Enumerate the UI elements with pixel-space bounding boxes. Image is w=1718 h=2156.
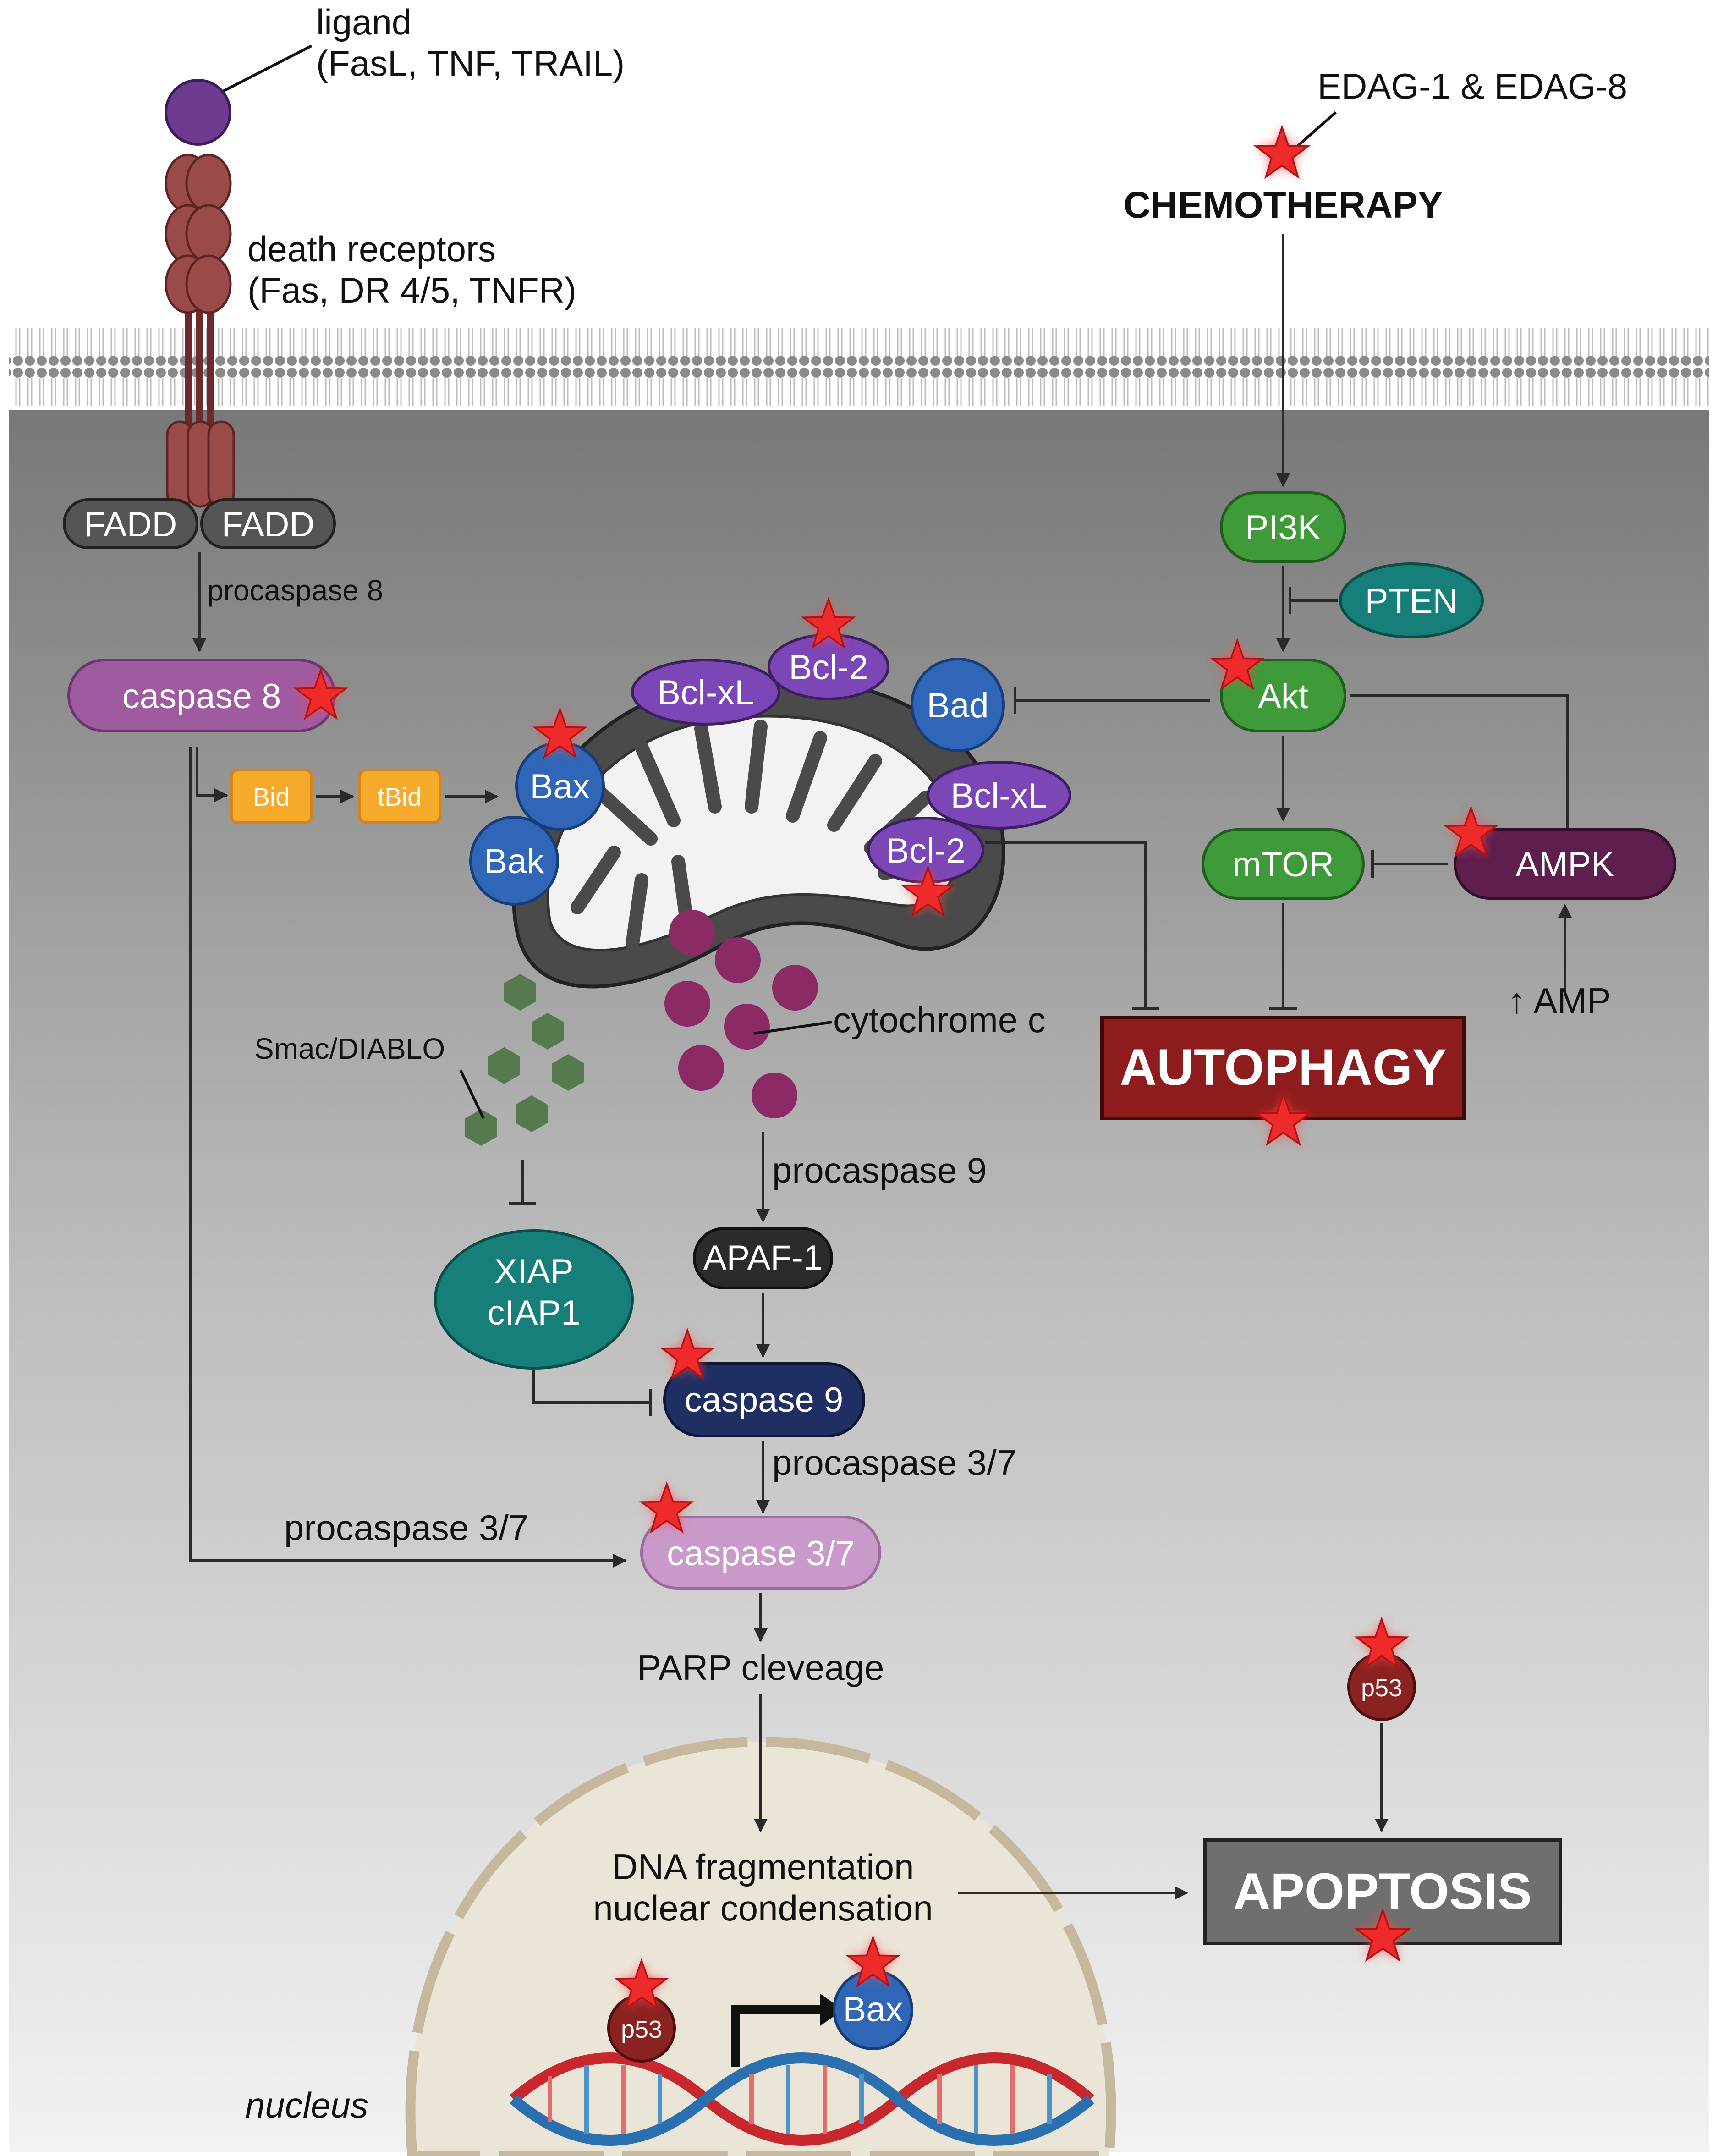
pi3k-node [1220, 491, 1346, 563]
smac-pointer [459, 1069, 485, 1119]
fadd-right-node [200, 498, 336, 549]
fadd-left-node [63, 498, 198, 549]
edag-label: EDAG-1 & EDAG-8 [1317, 66, 1627, 106]
ligand-pointer [217, 44, 313, 95]
arrow-caspase8-caspase37 [189, 747, 627, 1568]
bclxl-right-label: Bcl-xL [950, 776, 1047, 815]
mtor-label: mTOR [1232, 845, 1334, 884]
procaspase9-label: procaspase 9 [772, 1150, 987, 1190]
smac-diablo-cluster [465, 974, 584, 1146]
ciap1-label: cIAP1 [488, 1293, 581, 1332]
ampk-node [1454, 828, 1676, 900]
mtor-node [1202, 828, 1365, 900]
transcription-arrow [731, 2005, 820, 2067]
bax-mito-label: Bax [530, 767, 590, 806]
pi3k-label: PI3K [1246, 508, 1321, 547]
xiap-ciap1-node [434, 1229, 634, 1370]
caspase37-label: caspase 3/7 [667, 1534, 855, 1573]
death-receptors-examples-label: (Fas, DR 4/5, TNFR) [247, 270, 576, 310]
pten-node [1339, 562, 1484, 638]
arrow-caspase8-bid [196, 747, 228, 802]
bid-node [230, 769, 313, 824]
caspase8-label: caspase 8 [122, 677, 281, 716]
inhibit-akt-ampk [1350, 694, 1569, 848]
nuclear-condensation-label: nuclear condensation [593, 1888, 933, 1928]
bid-label: Bid [253, 782, 290, 811]
amp-label: ↑ AMP [1508, 980, 1611, 1021]
bak-label: Bak [484, 842, 545, 881]
ampk-label: AMPK [1515, 845, 1614, 884]
ligand-ball [165, 79, 231, 146]
caspase9-label: caspase 9 [685, 1380, 843, 1419]
xiap-label: XIAP [494, 1252, 573, 1291]
star-icon [1256, 127, 1308, 177]
procaspase37-right-label: procaspase 3/7 [772, 1442, 1016, 1483]
bcl2-top-label: Bcl-2 [789, 648, 868, 687]
cytochrome-c-cluster [664, 910, 818, 1118]
apaf1-node [693, 1227, 833, 1289]
mitochondrion [512, 676, 1005, 989]
cytochrome-c-label: cytochrome c [833, 1000, 1046, 1040]
bclxl-top-node [631, 659, 780, 726]
fadd-left-label: FADD [84, 505, 177, 544]
bax-nucleus-label: Bax [843, 1990, 903, 2029]
bclxl-top-label: Bcl-xL [657, 673, 754, 712]
akt-label: Akt [1258, 677, 1308, 716]
caspase37-node [640, 1516, 881, 1590]
bcl2-right-label: Bcl-2 [886, 831, 965, 870]
nucleus-envelope [405, 1736, 1116, 2156]
chemotherapy-label: CHEMOTHERAPY [1123, 184, 1443, 226]
ligand-label: ligand [316, 2, 412, 42]
tbid-label: tBid [378, 782, 422, 811]
smac-diablo-label: Smac/DIABLO [254, 1032, 445, 1065]
procaspase8-label: procaspase 8 [207, 574, 383, 607]
death-receptor [165, 154, 235, 508]
cell-membrane [9, 316, 1709, 412]
p53-cytoplasm-label: p53 [1361, 1674, 1402, 1702]
inhibit-bcl2-autophagy [985, 841, 1147, 1008]
parp-cleavage-label: PARP cleveage [637, 1647, 884, 1688]
transcription-arrowhead [820, 1994, 843, 2026]
autophagy-label: AUTOPHAGY [1120, 1039, 1447, 1096]
bad-node [911, 658, 1005, 752]
pten-label: PTEN [1365, 582, 1458, 621]
dna-fragmentation-label: DNA fragmentation [612, 1847, 914, 1887]
dna-helix [510, 2052, 1094, 2146]
apaf1-label: APAF-1 [703, 1238, 823, 1277]
nucleus-label: nucleus [245, 2085, 368, 2125]
ligand-examples-label: (FasL, TNF, TRAIL) [316, 43, 625, 83]
caspase9-node [663, 1362, 865, 1437]
bak-node [469, 816, 559, 906]
fadd-right-label: FADD [222, 505, 315, 544]
bad-label: Bad [927, 686, 988, 725]
tbid-node [358, 769, 441, 824]
p53-nucleus-label: p53 [621, 2016, 662, 2043]
bclxl-right-node [927, 761, 1071, 830]
inhibit-xiap-caspase9 [532, 1370, 651, 1404]
edag-pointer [1296, 111, 1337, 148]
death-receptors-label: death receptors [247, 229, 496, 269]
procaspase37-left-label: procaspase 3/7 [284, 1507, 528, 1548]
cytochrome-pointer [753, 1021, 832, 1035]
akt-node [1220, 659, 1346, 732]
